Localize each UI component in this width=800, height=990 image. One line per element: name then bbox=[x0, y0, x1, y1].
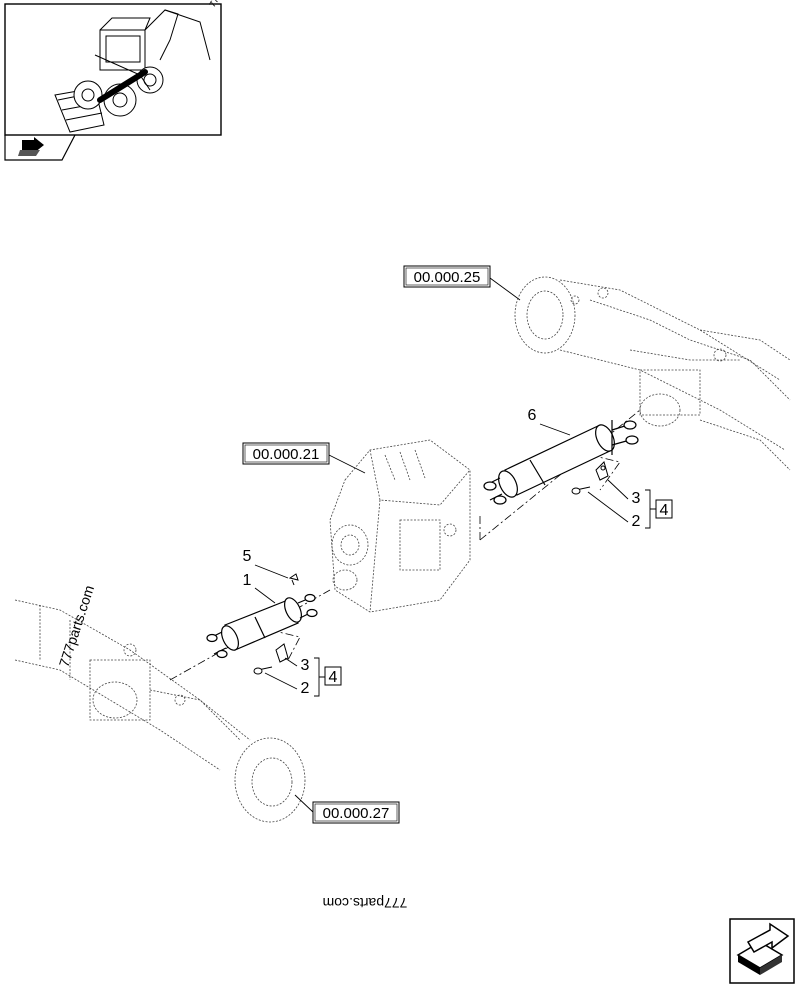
callout-front-group[interactable]: 3 2 4 bbox=[264, 657, 342, 697]
callout-5[interactable]: 5 bbox=[243, 548, 289, 579]
svg-text:00.000.21: 00.000.21 bbox=[253, 446, 320, 463]
front-clip[interactable] bbox=[275, 643, 289, 663]
front-axle-drawing bbox=[14, 599, 306, 823]
svg-text:6: 6 bbox=[528, 407, 537, 424]
ref-box-00-000-25[interactable]: 00.000.25 bbox=[403, 265, 521, 301]
thumbnail-panel[interactable]: 77 bbox=[4, 0, 222, 161]
highlighted-driveshaft bbox=[97, 69, 148, 103]
callout-rear-3: 3 bbox=[632, 490, 641, 507]
callout-rear-4: 4 bbox=[660, 502, 669, 519]
svg-text:00.000.27: 00.000.27 bbox=[323, 805, 390, 822]
callout-front-3: 3 bbox=[301, 657, 310, 674]
rear-bolt[interactable] bbox=[571, 486, 591, 495]
transmission-drawing bbox=[329, 439, 471, 613]
thumbnail-corner-text: 77 bbox=[207, 0, 221, 9]
front-driveshaft[interactable] bbox=[206, 593, 318, 659]
callout-rear-group[interactable]: 3 2 4 bbox=[587, 479, 673, 530]
rear-driveshaft[interactable] bbox=[483, 420, 639, 505]
callout-front-2: 2 bbox=[301, 680, 310, 697]
ref-box-00-000-27[interactable]: 00.000.27 bbox=[294, 794, 400, 824]
next-page-button[interactable] bbox=[729, 918, 795, 984]
grease-fitting[interactable] bbox=[288, 573, 299, 586]
callout-front-4: 4 bbox=[329, 669, 338, 686]
callout-1[interactable]: 1 bbox=[243, 572, 276, 604]
backhoe-loader-icon bbox=[54, 9, 211, 133]
rear-axle-drawing bbox=[514, 276, 791, 471]
forward-arrow-icon bbox=[736, 922, 790, 975]
ref-box-00-000-21[interactable]: 00.000.21 bbox=[242, 442, 366, 474]
svg-text:00.000.25: 00.000.25 bbox=[414, 269, 481, 286]
svg-text:1: 1 bbox=[243, 572, 252, 589]
side-watermark: 777parts.com bbox=[56, 583, 97, 669]
front-bolt[interactable] bbox=[253, 666, 273, 675]
bottom-watermark: 777parts.com bbox=[323, 895, 408, 911]
arrow-icon bbox=[18, 137, 44, 156]
callout-6[interactable]: 6 bbox=[528, 407, 571, 436]
callout-rear-2: 2 bbox=[632, 513, 641, 530]
svg-text:5: 5 bbox=[243, 548, 252, 565]
rear-clip[interactable] bbox=[595, 461, 609, 481]
